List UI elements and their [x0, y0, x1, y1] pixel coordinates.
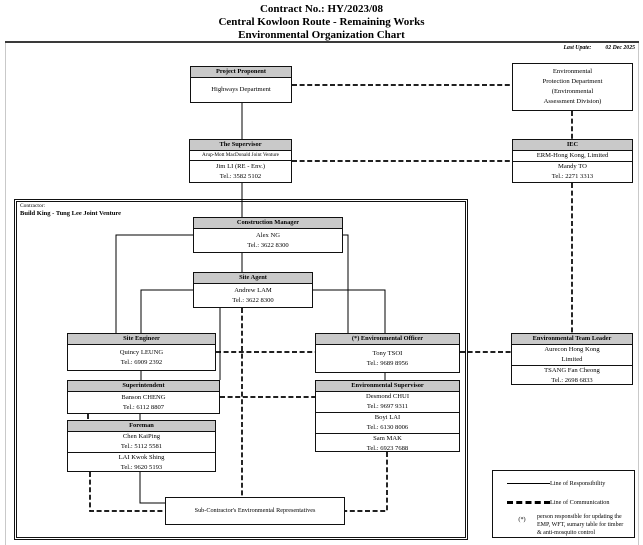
environmental-officer-person: Tony TSOI: [372, 349, 403, 357]
environmental-officer-box: (*) Environmental Officer Tony TSOI Tel.…: [315, 333, 460, 373]
legend-communication-label: Line of Communication: [550, 498, 610, 506]
legend-asterisk-row: (*) person responsible for updating the …: [507, 513, 634, 537]
site-agent-box: Site Agent Andrew LAM Tel.: 3622 8300: [193, 272, 313, 308]
supervisor-person: Jim LI (RE - Env.): [215, 162, 266, 170]
contractor-label: Contractor: Build King - Tung Lee Joint …: [20, 203, 121, 218]
site-engineer-person: Quincy LEUNG: [119, 348, 164, 356]
title-block: Contract No.: HY/2023/08 Central Kowloon…: [0, 3, 643, 42]
contract-number: Contract No.: HY/2023/08: [259, 3, 384, 15]
asterisk-note: person responsible for updating the EMP,…: [537, 513, 623, 537]
project-title: Central Kowloon Route - Remaining Works: [218, 16, 425, 28]
iec-header: IEC: [513, 140, 632, 151]
epd-line: Assessment Division): [543, 98, 602, 105]
supervisor-header: The Supervisor: [190, 140, 291, 151]
construction-manager-person: Alex NG: [256, 231, 280, 239]
environmental-officer-header: (*) Environmental Officer: [316, 334, 459, 345]
contractor-company-name: Build King - Tung Lee Joint Venture: [20, 209, 122, 217]
asterisk-note-line1: person responsible for updating the: [537, 514, 622, 520]
supervisor-tel: Tel.: 3582 5102: [219, 172, 262, 180]
iec-tel: Tel.: 2271 3313: [551, 173, 594, 180]
foreman-box: Foreman Chen KaiPing Tel.: 5112 5581 LAI…: [67, 420, 216, 472]
foreman-header: Foreman: [68, 421, 215, 432]
env-supervisor-person: Sam MAK: [373, 435, 402, 442]
asterisk-symbol: (*): [518, 516, 526, 523]
site-engineer-tel: Tel.: 6909 2392: [120, 358, 163, 366]
env-supervisor-person: Boyi LAI: [374, 414, 401, 421]
project-proponent-header: Project Proponent: [191, 67, 291, 78]
environmental-team-leader-box: Environmental Team Leader Aurecon Hong K…: [511, 333, 633, 385]
page-edge-left: [5, 42, 6, 545]
environmental-supervisor-box: Environmental Supervisor Desmond CHUI Te…: [315, 380, 460, 452]
superintendent-box: Superintendent Banson CHENG Tel.: 6112 8…: [67, 380, 220, 414]
environmental-officer-tel: Tel.: 9689 8956: [366, 359, 409, 367]
epd-line: (Environmental: [551, 88, 594, 95]
foreman-tel: Tel.: 5112 5581: [120, 443, 163, 450]
legend-responsibility-row: Line of Responsibility: [507, 479, 634, 487]
foreman-person: LAI Kwok Shing: [118, 454, 165, 461]
env-supervisor-tel: Tel.: 6923 7688: [366, 445, 409, 452]
supervisor-box: The Supervisor Arup-Mott MacDonald Joint…: [189, 139, 292, 183]
site-engineer-box: Site Engineer Quincy LEUNG Tel.: 6909 23…: [67, 333, 216, 371]
foreman-person: Chen KaiPing: [122, 433, 161, 440]
site-agent-person: Andrew LAM: [234, 286, 272, 294]
page-edge-right: [638, 42, 639, 545]
construction-manager-box: Construction Manager Alex NG Tel.: 3622 …: [193, 217, 343, 253]
superintendent-person: Banson CHENG: [121, 393, 166, 401]
asterisk-note-line3: & anti-mosquito control: [537, 530, 595, 536]
chart-title: Environmental Organization Chart: [238, 29, 405, 41]
env-supervisor-tel: Tel.: 6130 8006: [366, 424, 409, 431]
construction-manager-tel: Tel.: 3622 8300: [247, 241, 289, 249]
dashed-line-icon: [507, 500, 550, 504]
foreman-tel: Tel.: 9620 5193: [120, 464, 163, 471]
legend-responsibility-label: Line of Responsibility: [550, 479, 606, 487]
contractor-label-title: Contractor:: [20, 203, 46, 209]
epd-line: Environmental: [552, 68, 593, 75]
site-agent-tel: Tel.: 3622 8300: [232, 296, 274, 304]
last-update: Last Upate: 02 Dec 2025: [564, 45, 635, 51]
etl-firm-line1: Aurecon Hong Kong: [544, 346, 600, 353]
etl-tel: Tel.: 2698 6833: [551, 377, 593, 384]
iec-person: Mandy TO: [558, 163, 587, 170]
solid-line-icon: [507, 482, 550, 484]
environmental-supervisor-header: Environmental Supervisor: [316, 381, 459, 392]
project-proponent-department: Highways Department: [211, 86, 271, 93]
sub-contractor-label: Sub-Contractor's Environmental Represent…: [194, 507, 316, 514]
superintendent-header: Superintendent: [68, 381, 219, 392]
epd-box: Environmental Protection Department (Env…: [512, 63, 633, 111]
supervisor-firm: Arup-Mott MacDonald Joint Venture: [190, 151, 291, 161]
site-agent-header: Site Agent: [194, 273, 312, 284]
legend-communication-row: Line of Communication: [507, 498, 634, 506]
legend-box: Line of Responsibility Line of Communica…: [492, 470, 635, 538]
asterisk-note-line2: EMP, WFT, sumary table for timber: [537, 522, 624, 528]
site-engineer-header: Site Engineer: [68, 334, 215, 345]
env-supervisor-tel: Tel.: 9697 9311: [366, 403, 409, 410]
iec-firm: ERM-Hong Kong, Limited: [513, 151, 632, 162]
etl-person: TSANG Fan Cheong: [544, 367, 600, 374]
env-supervisor-person: Desmond CHUI: [365, 393, 410, 400]
construction-manager-header: Construction Manager: [194, 218, 342, 229]
sub-contractor-box: Sub-Contractor's Environmental Represent…: [165, 497, 345, 525]
project-proponent-box: Project Proponent Highways Department: [190, 66, 292, 103]
epd-line: Protection Department: [542, 78, 603, 85]
environmental-team-leader-header: Environmental Team Leader: [512, 334, 632, 345]
title-divider: [5, 41, 639, 43]
last-update-value: 02 Dec 2025: [605, 45, 635, 51]
contractor-frame: Contractor: Build King - Tung Lee Joint …: [14, 199, 468, 540]
superintendent-tel: Tel.: 6112 8807: [122, 403, 165, 411]
last-update-label: Last Upate:: [563, 45, 592, 51]
contractor-frame-inner: [16, 201, 466, 538]
etl-firm-line2: Limited: [561, 356, 583, 363]
iec-box: IEC ERM-Hong Kong, Limited Mandy TO Tel.…: [512, 139, 633, 183]
